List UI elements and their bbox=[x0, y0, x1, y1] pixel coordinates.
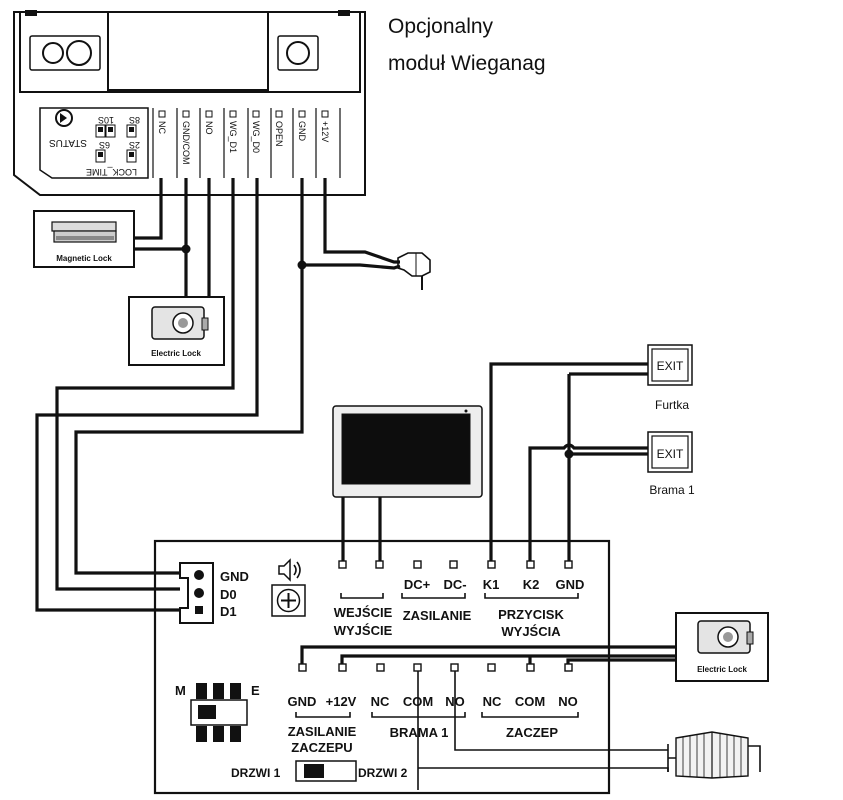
wiegand-d0-label: D0 bbox=[220, 587, 237, 602]
group-wyjscia: WYJŚCIA bbox=[501, 624, 561, 639]
exit-label-brama: EXIT bbox=[657, 447, 684, 461]
screw-hole-icon bbox=[66, 40, 92, 66]
panel-wiegand-connector bbox=[179, 562, 214, 624]
group-zasilanie-zaczepu-1: ZASILANIE bbox=[288, 724, 357, 739]
mode-switch bbox=[190, 683, 248, 742]
module-terminal-block bbox=[152, 108, 341, 178]
screw-hole-icon bbox=[286, 41, 310, 65]
terminal-nc-brama: NC bbox=[371, 694, 390, 709]
title-line2: moduł Wieganag bbox=[388, 52, 546, 75]
terminal-k1: K1 bbox=[483, 577, 500, 592]
module-terminal-wg-d1: WG_D1 bbox=[228, 121, 238, 153]
group-zaczep: ZACZEP bbox=[506, 725, 558, 740]
dip-label-10s: 10S bbox=[98, 115, 114, 125]
terminal-dc-minus: DC- bbox=[443, 577, 466, 592]
status-led-icon bbox=[55, 109, 73, 127]
wires bbox=[35, 178, 676, 790]
panel-top-terminals bbox=[338, 560, 579, 599]
module-terminal-open: OPEN bbox=[274, 121, 284, 147]
terminal-com-zaczep: COM bbox=[515, 694, 545, 709]
dip-label-8s: 8S bbox=[129, 115, 140, 125]
terminal-nc-zaczep: NC bbox=[483, 694, 502, 709]
title-line1: Opcjonalny bbox=[388, 15, 494, 38]
exit-button-brama: EXIT bbox=[647, 431, 693, 473]
lock-time-label: LOCK_TIME bbox=[86, 167, 137, 177]
group-wyjscie: WYJŚCIE bbox=[334, 623, 393, 638]
switch-e-label: E bbox=[251, 683, 260, 698]
screw-hole-icon bbox=[42, 42, 64, 64]
wiegand-d1-label: D1 bbox=[220, 604, 237, 619]
electric-lock-right: Electric Lock bbox=[675, 612, 769, 682]
terminal-gnd-button: GND bbox=[556, 577, 585, 592]
electric-lock-top-label: Electric Lock bbox=[151, 349, 201, 358]
group-brama1: BRAMA 1 bbox=[390, 725, 449, 740]
module-terminal-nc: NC bbox=[157, 121, 167, 134]
terminal-12v-lock: +12V bbox=[326, 694, 357, 709]
electric-lock-right-label: Electric Lock bbox=[697, 665, 747, 674]
speaker-icon bbox=[278, 558, 301, 582]
terminal-no-zaczep: NO bbox=[558, 694, 578, 709]
dip-switches bbox=[95, 124, 137, 163]
exit-label-furtka: EXIT bbox=[657, 359, 684, 373]
dip-label-6s: 6S bbox=[99, 140, 110, 150]
module-terminal-no: NO bbox=[204, 121, 214, 135]
brama1-label: Brama 1 bbox=[649, 483, 695, 497]
volume-knob-icon bbox=[271, 584, 306, 617]
group-zasilanie-zaczepu-2: ZACZEPU bbox=[291, 740, 352, 755]
wiegand-module: STATUS LOCK_TIME 10S 8S 6S 2S bbox=[13, 10, 366, 196]
terminal-dc-plus: DC+ bbox=[404, 577, 431, 592]
wire-junctions bbox=[181, 244, 574, 459]
group-zasilanie: ZASILANIE bbox=[403, 608, 472, 623]
module-terminal-gnd-com: GND/COM bbox=[181, 121, 191, 165]
module-terminal-wg-d0: WG_D0 bbox=[251, 121, 261, 153]
switch-m-label: M bbox=[175, 683, 186, 698]
dip-label-2s: 2S bbox=[129, 140, 140, 150]
furtka-label: Furtka bbox=[655, 398, 689, 412]
module-terminal-12v: +12V bbox=[320, 121, 330, 142]
group-przycisk: PRZYCISK bbox=[498, 607, 564, 622]
wiegand-gnd-label: GND bbox=[220, 569, 249, 584]
module-terminal-gnd: GND bbox=[297, 121, 307, 142]
status-label: STATUS bbox=[49, 137, 87, 148]
terminal-k2: K2 bbox=[523, 577, 540, 592]
drzwi2-label: DRZWI 2 bbox=[358, 766, 408, 780]
power-plug-icon bbox=[397, 252, 431, 290]
drzwi1-label: DRZWI 1 bbox=[231, 766, 281, 780]
monitor bbox=[332, 405, 483, 498]
exit-button-furtka: EXIT bbox=[647, 344, 693, 386]
magnetic-lock: Magnetic Lock bbox=[33, 210, 135, 268]
terminal-gnd-lock: GND bbox=[288, 694, 317, 709]
gate-icon bbox=[667, 731, 761, 779]
electric-lock-top: Electric Lock bbox=[128, 296, 225, 366]
group-wejscie: WEJŚCIE bbox=[334, 605, 393, 620]
magnetic-lock-label: Magnetic Lock bbox=[56, 254, 112, 263]
drzwi-switch bbox=[295, 760, 357, 782]
